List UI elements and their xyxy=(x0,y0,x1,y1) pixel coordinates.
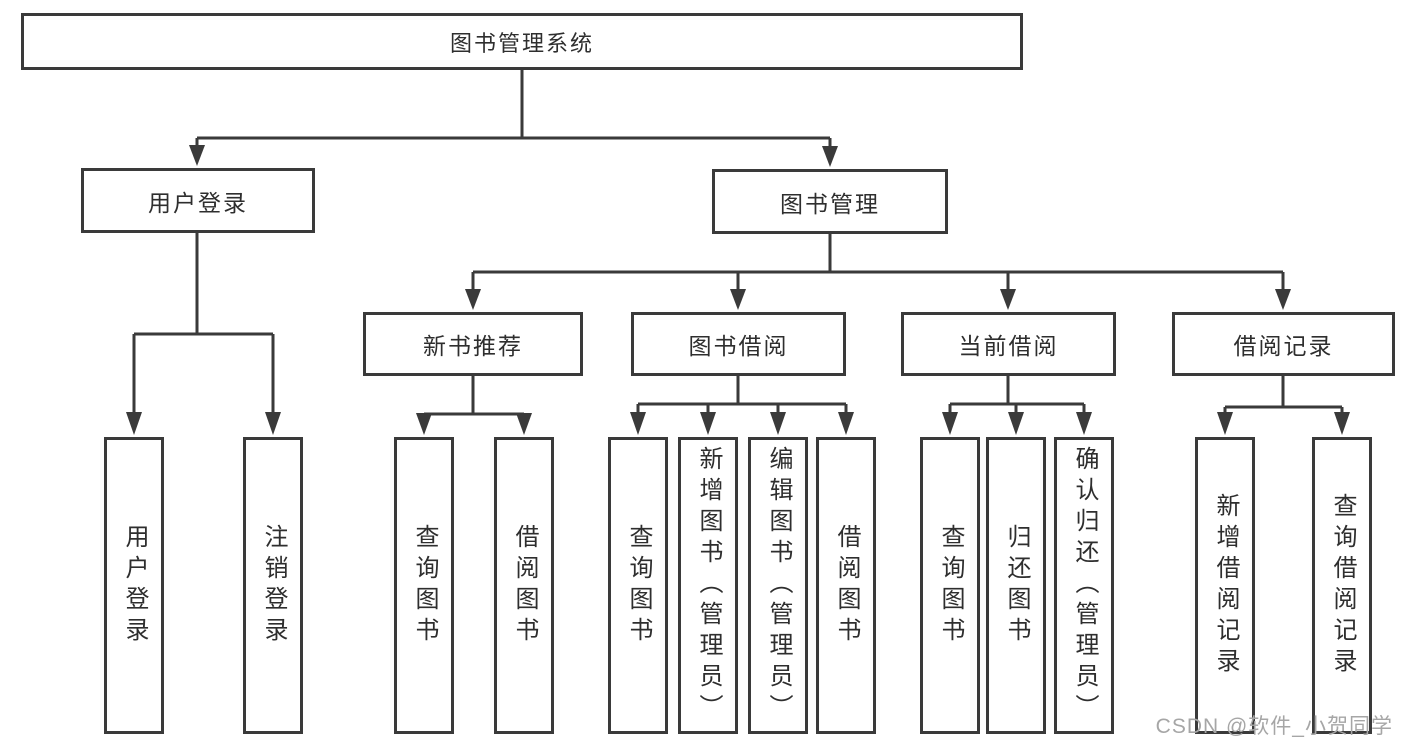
leaf-borrow-books-recommend: 借阅图书 xyxy=(494,437,554,734)
leaf-query-books-current: 查询图书 xyxy=(920,437,980,734)
leaf-confirm-return-admin: 确认归还（管理员） xyxy=(1054,437,1114,734)
leaf-query-books-recommend: 查询图书 xyxy=(394,437,454,734)
leaf-label: 查询图书 xyxy=(625,523,652,648)
arrowheads xyxy=(126,145,1350,435)
node-root: 图书管理系统 xyxy=(21,13,1023,70)
node-book-borrow-label: 图书借阅 xyxy=(688,333,789,359)
leaf-label: 新增借阅记录 xyxy=(1212,492,1239,679)
leaf-query-borrow-record: 查询借阅记录 xyxy=(1312,437,1372,734)
node-user-login: 用户登录 xyxy=(81,168,315,233)
node-borrow-records: 借阅记录 xyxy=(1172,312,1395,376)
node-current-borrow-label: 当前借阅 xyxy=(958,333,1059,359)
leaf-label: 借阅图书 xyxy=(833,523,860,648)
node-book-borrow: 图书借阅 xyxy=(631,312,846,376)
node-root-label: 图书管理系统 xyxy=(449,30,594,56)
leaf-label: 编辑图书（管理员） xyxy=(765,446,792,725)
leaf-borrow-books: 借阅图书 xyxy=(816,437,876,734)
leaf-label: 注销登录 xyxy=(260,523,287,648)
leaf-query-books-borrow: 查询图书 xyxy=(608,437,668,734)
leaf-logout: 注销登录 xyxy=(243,437,303,734)
leaf-edit-books-admin: 编辑图书（管理员） xyxy=(748,437,808,734)
leaf-label: 归还图书 xyxy=(1003,523,1030,648)
leaf-label: 新增图书（管理员） xyxy=(695,446,722,725)
leaf-label: 查询借阅记录 xyxy=(1329,492,1356,679)
node-book-management-label: 图书管理 xyxy=(780,190,880,217)
leaf-label: 借阅图书 xyxy=(511,523,538,648)
leaf-label: 查询图书 xyxy=(937,523,964,648)
node-current-borrow: 当前借阅 xyxy=(901,312,1116,376)
node-new-book-recommend: 新书推荐 xyxy=(363,312,583,376)
node-book-management: 图书管理 xyxy=(712,169,948,234)
node-new-book-recommend-label: 新书推荐 xyxy=(423,333,523,359)
leaf-user-login: 用户登录 xyxy=(104,437,164,734)
node-user-login-label: 用户登录 xyxy=(148,189,248,216)
leaf-add-borrow-record: 新增借阅记录 xyxy=(1195,437,1255,734)
leaf-add-books-admin: 新增图书（管理员） xyxy=(678,437,738,734)
leaf-label: 确认归还（管理员） xyxy=(1071,446,1098,725)
watermark-text: CSDN @软件_小贺同学 xyxy=(1155,715,1393,738)
node-borrow-records-label: 借阅记录 xyxy=(1233,333,1334,359)
leaf-return-books: 归还图书 xyxy=(986,437,1046,734)
leaf-label: 用户登录 xyxy=(121,523,148,648)
leaf-label: 查询图书 xyxy=(411,523,438,648)
